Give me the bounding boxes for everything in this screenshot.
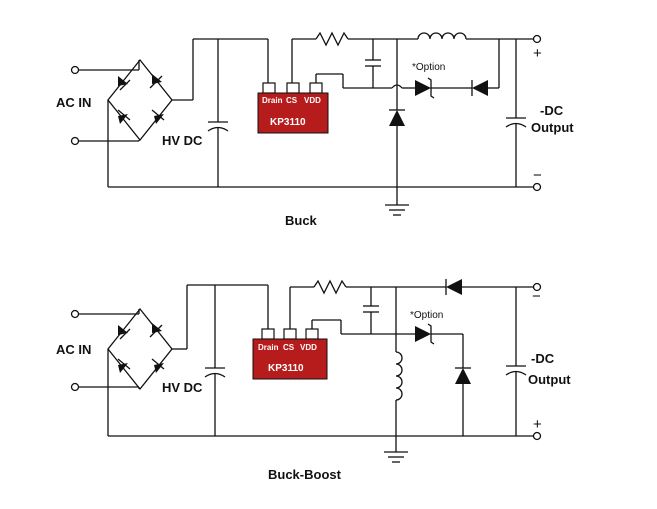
output-terminal-top [532,282,542,292]
bridge-rectifier [107,308,173,390]
zener-diode [415,326,431,342]
inductor [395,351,403,401]
chip-name: KP3110 [268,363,304,374]
pin-cs-label: CS [283,343,295,352]
ac-in-label: AC IN [56,95,91,110]
option-label: *Option [412,62,445,73]
dc-label: -DC [540,103,564,118]
output-terminal-bottom [532,431,542,441]
top-terminal-sign: − [532,288,541,305]
ac-terminal-top [70,65,80,75]
buck-boost-circuit: Drain CS VDD KP3110 [56,279,571,482]
pin-drain-label: Drain [258,343,279,352]
freewheel-diode [455,368,471,384]
kp3110-chip [257,92,329,134]
pin-vdd-label: VDD [304,96,321,105]
pin-vdd-label: VDD [300,343,317,352]
ac-in-label: AC IN [56,342,91,357]
ac-terminal-top [70,309,80,319]
output-terminal-top [532,34,542,44]
output-label: Output [531,120,574,135]
output-terminal-bottom [532,182,542,192]
dc-label: -DC [531,351,555,366]
hv-dc-label: HV DC [162,133,203,148]
buck-circuit: Drain CS VDD KP3110 [56,31,574,228]
top-terminal-sign: + [533,45,542,62]
output-label: Output [528,372,571,387]
hv-dc-label: HV DC [162,380,203,395]
buck-title: Buck [285,213,318,228]
zener-diode [415,80,431,96]
ac-terminal-bottom [70,136,80,146]
sense-resistor [313,279,347,295]
series-diode [472,80,488,96]
buck-boost-title: Buck-Boost [268,467,342,482]
bridge-rectifier [107,59,173,141]
option-label: *Option [410,310,443,321]
chip-name: KP3110 [270,117,306,128]
kp3110-chip [252,338,328,380]
freewheel-diode [389,110,405,126]
pin-cs-label: CS [286,96,298,105]
ac-terminal-bottom [70,382,80,392]
bottom-terminal-sign: + [533,416,542,433]
bottom-terminal-sign: − [533,167,542,184]
sense-resistor [315,31,349,47]
inductor [417,32,467,40]
output-diode [446,279,462,295]
pin-drain-label: Drain [262,96,283,105]
